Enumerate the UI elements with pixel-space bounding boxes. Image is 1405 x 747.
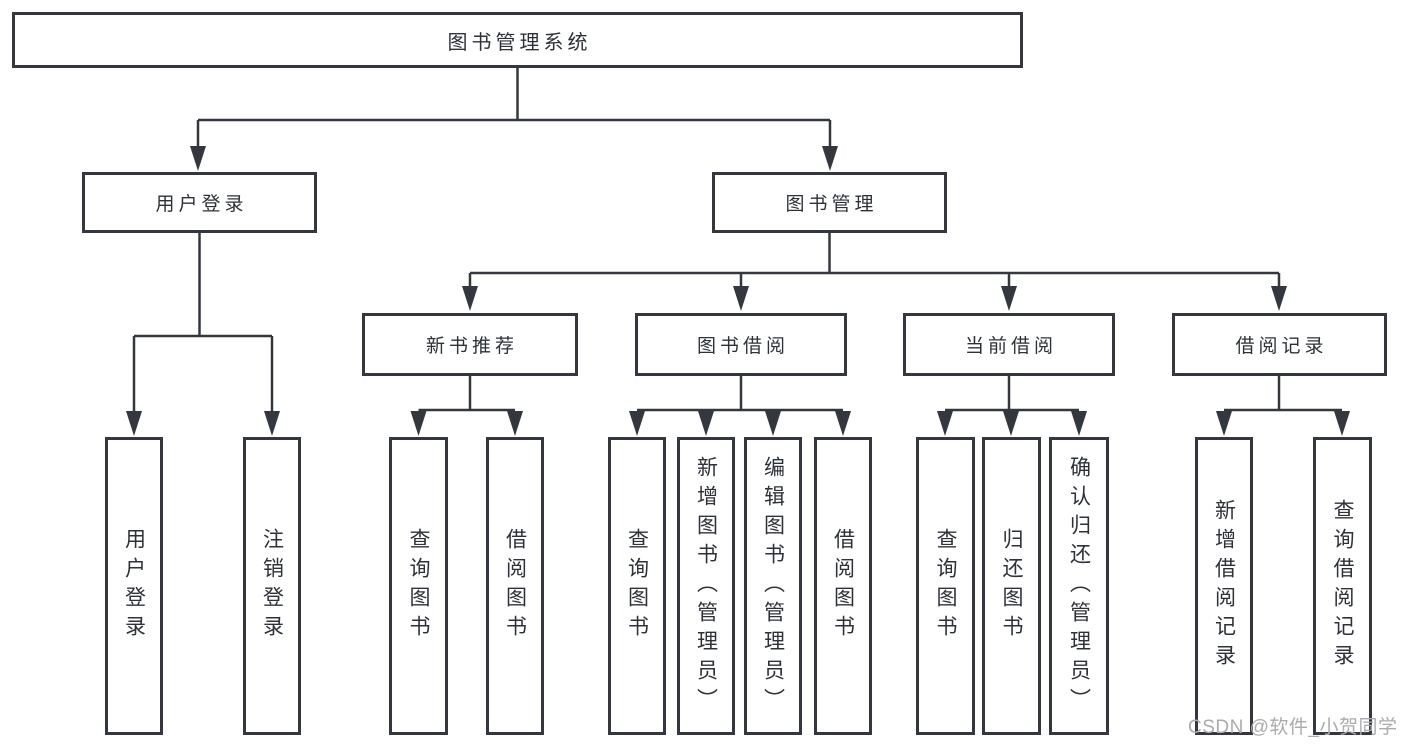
node-label: 查询图书: [625, 528, 649, 644]
node-label: 查询借阅记录: [1331, 499, 1354, 673]
node-book-management: 图书管理: [712, 172, 947, 233]
node-label: 新增借阅记录: [1212, 499, 1236, 673]
node-library-management-system: 图书管理系统: [12, 12, 1023, 68]
node-leaf-confirm-return-admin: 确认归还（管理员）: [1049, 437, 1109, 735]
node-user-login: 用户登录: [82, 172, 317, 233]
node-label: 查询图书: [407, 528, 430, 644]
node-current-borrowing: 当前借阅: [903, 313, 1115, 376]
node-label: 用户登录: [122, 528, 146, 644]
node-leaf-add-book-admin: 新增图书（管理员）: [677, 437, 735, 735]
node-leaf-query-book-3: 查询图书: [916, 437, 975, 735]
node-leaf-logout: 注销登录: [243, 437, 301, 735]
node-label: 编辑图书（管理员）: [761, 455, 785, 717]
csdn-watermark: CSDN @软件_小贺同学: [1188, 717, 1398, 738]
node-label: 归还图书: [1000, 528, 1023, 644]
node-label: 借阅图书: [831, 528, 855, 644]
node-label: 借阅图书: [503, 528, 527, 644]
node-borrowing-records: 借阅记录: [1172, 313, 1387, 376]
node-leaf-query-book-1: 查询图书: [389, 437, 448, 735]
node-leaf-query-borrow-record: 查询借阅记录: [1313, 437, 1372, 735]
node-new-book-recommend: 新书推荐: [362, 313, 578, 376]
node-label: 新增图书（管理员）: [694, 455, 718, 717]
node-leaf-add-borrow-record: 新增借阅记录: [1195, 437, 1253, 735]
node-leaf-edit-book-admin: 编辑图书（管理员）: [744, 437, 802, 735]
node-label: 确认归还（管理员）: [1067, 455, 1091, 717]
node-leaf-query-book-2: 查询图书: [608, 437, 666, 735]
node-label: 查询图书: [934, 528, 957, 644]
node-book-borrowing: 图书借阅: [635, 313, 847, 376]
node-leaf-return-book: 归还图书: [982, 437, 1041, 735]
node-leaf-borrow-book-1: 借阅图书: [486, 437, 544, 735]
node-leaf-user-login: 用户登录: [105, 437, 163, 735]
node-leaf-borrow-book-2: 借阅图书: [814, 437, 872, 735]
node-label: 注销登录: [260, 528, 284, 644]
